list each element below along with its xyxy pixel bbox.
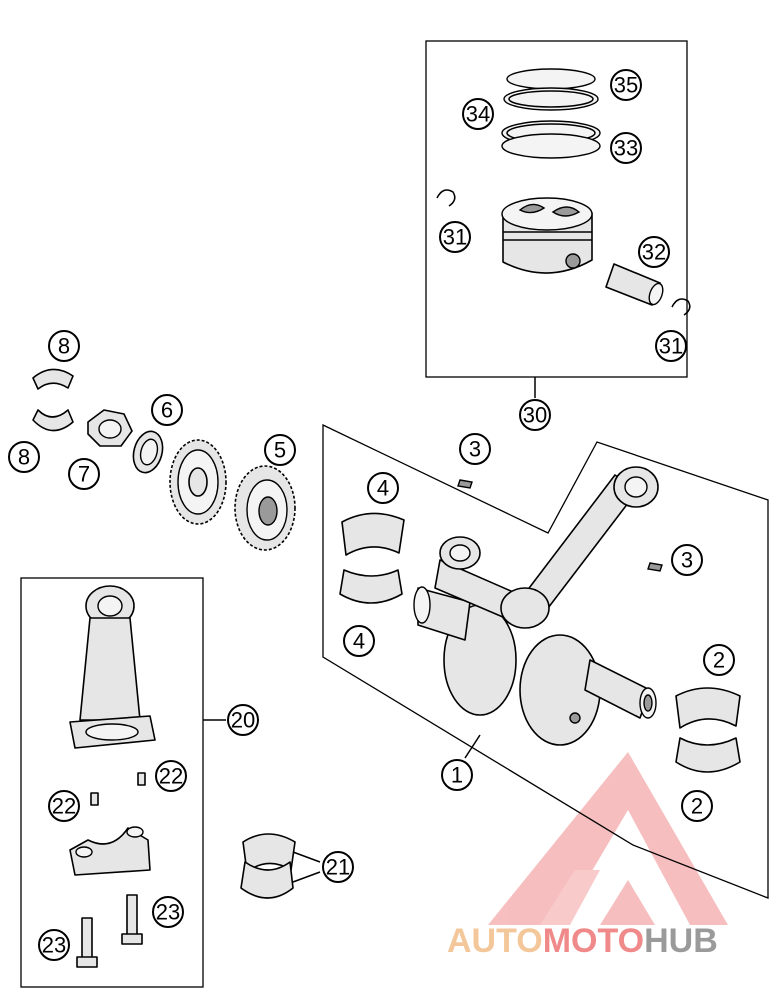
svg-text:20: 20	[231, 708, 255, 733]
dowel-pins	[90, 772, 146, 806]
callout-21: 21	[322, 851, 354, 883]
callout-7: 7	[68, 458, 100, 490]
svg-text:33: 33	[614, 136, 638, 161]
svg-text:6: 6	[161, 398, 173, 423]
callout-23b: 23	[38, 929, 70, 961]
svg-text:3: 3	[469, 437, 481, 462]
svg-text:34: 34	[466, 102, 490, 127]
conrod-group-frame	[20, 577, 204, 988]
svg-text:23: 23	[156, 900, 180, 925]
svg-text:23: 23	[42, 933, 66, 958]
callout-23a: 23	[152, 896, 184, 928]
svg-text:1: 1	[451, 763, 463, 788]
callout-4a: 4	[367, 472, 399, 504]
callout-33: 33	[610, 132, 642, 164]
svg-text:2: 2	[713, 648, 725, 673]
callout-8a: 8	[48, 330, 80, 362]
callout-3b: 3	[671, 544, 703, 576]
callout-5: 5	[264, 434, 296, 466]
conrod-on-crankshaft	[434, 466, 659, 629]
watermark-moto: MOTO	[543, 922, 644, 960]
watermark-logo	[488, 752, 728, 925]
callout-8b: 8	[8, 441, 40, 473]
piston	[501, 197, 593, 274]
callout-20: 20	[227, 704, 259, 736]
conrod-bearing-shells-21	[240, 833, 321, 899]
callout-2a: 2	[703, 644, 735, 676]
main-bearing-shells-2	[675, 687, 741, 773]
svg-text:22: 22	[159, 764, 183, 789]
callout-2b: 2	[681, 790, 713, 822]
callout-3a: 3	[459, 433, 491, 465]
circlip-upper	[436, 189, 456, 207]
svg-text:8: 8	[18, 445, 30, 470]
callout-31a: 31	[439, 221, 471, 253]
crankshaft-assembly	[413, 586, 657, 746]
callout-35: 35	[610, 69, 642, 101]
svg-text:8: 8	[58, 334, 70, 359]
conrod-bolts	[76, 894, 143, 968]
watermark-auto: AUTO	[447, 922, 543, 960]
svg-text:7: 7	[78, 462, 90, 487]
watermark-hub: HUB	[644, 922, 718, 960]
main-bearing-shells-upper-left	[32, 368, 74, 390]
svg-text:32: 32	[642, 240, 666, 265]
svg-text:3: 3	[681, 548, 693, 573]
callout-32: 32	[638, 236, 670, 268]
crankshaft-group-frame	[322, 423, 769, 899]
watermark-text: AUTOMOTOHUB	[447, 922, 718, 960]
svg-text:4: 4	[377, 476, 389, 501]
callout-30: 30	[519, 399, 551, 431]
svg-text:31: 31	[659, 334, 683, 359]
piston-rings	[501, 68, 601, 159]
svg-text:31: 31	[443, 225, 467, 250]
conrod-cap	[69, 826, 151, 876]
connecting-rod	[69, 585, 156, 749]
svg-text:AUTOMOTOHUB: AUTOMOTOHUB	[447, 922, 718, 960]
callout-22b: 22	[48, 790, 80, 822]
svg-text:35: 35	[614, 73, 638, 98]
svg-text:21: 21	[326, 855, 350, 880]
woodruff-keys	[457, 479, 663, 572]
conrod-bearing-shells-4	[339, 512, 405, 604]
hex-nut	[87, 409, 133, 447]
washer	[132, 430, 164, 474]
svg-text:2: 2	[691, 794, 703, 819]
svg-text:30: 30	[523, 403, 547, 428]
crankshaft-leader	[464, 734, 481, 759]
piston-pin	[605, 263, 664, 306]
svg-text:4: 4	[353, 629, 365, 654]
circlip-lower	[671, 298, 691, 316]
callout-34: 34	[462, 98, 494, 130]
callout-1: 1	[441, 759, 473, 791]
piston-group-frame	[425, 40, 688, 378]
balancer-drive-gear	[169, 439, 227, 525]
callout-31b: 31	[655, 330, 687, 362]
callout-6: 6	[151, 394, 183, 426]
crankshaft-gear	[234, 465, 296, 551]
callout-4b: 4	[343, 625, 375, 657]
svg-text:22: 22	[52, 794, 76, 819]
callout-22a: 22	[155, 760, 187, 792]
svg-text:5: 5	[274, 438, 286, 463]
main-bearing-shells-lower-left	[32, 409, 74, 432]
